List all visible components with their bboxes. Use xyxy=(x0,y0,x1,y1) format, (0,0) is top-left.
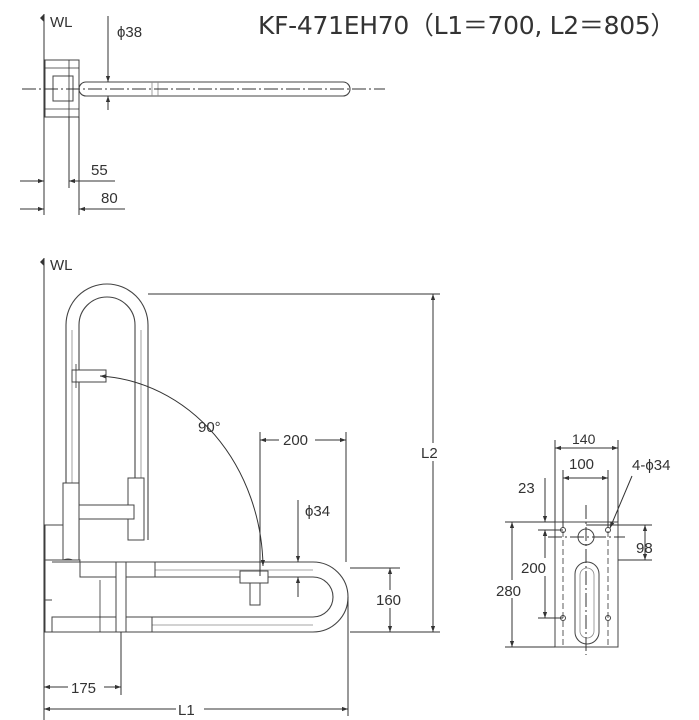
top-view: WL ϕ38 55 80 xyxy=(20,14,385,215)
side-wall-mount xyxy=(44,524,64,566)
side-dim-175: 175 xyxy=(71,680,96,697)
raised-rail-crossbar xyxy=(78,504,135,520)
side-wl-label: WL xyxy=(50,257,73,274)
side-view: WL xyxy=(40,257,446,720)
lower-rail-leg xyxy=(115,561,127,633)
base-dim-280: 280 xyxy=(496,583,521,600)
lowered-rail-inner xyxy=(52,576,334,618)
base-holes-label: 4-ϕ34 xyxy=(632,457,670,474)
base-dim-140: 140 xyxy=(572,431,596,447)
lower-rail-sleeve-lower xyxy=(51,616,153,633)
side-wl-marker xyxy=(40,258,44,266)
side-diameter-label: ϕ34 xyxy=(305,503,330,520)
model-title: KF-471EH70（L1＝700, L2＝805） xyxy=(258,11,676,40)
rotation-arc xyxy=(99,374,265,567)
lower-rail-fitting xyxy=(239,570,269,584)
base-rail-stub xyxy=(574,561,600,645)
base-dim-100: 100 xyxy=(569,456,594,473)
top-diameter-label: ϕ38 xyxy=(117,24,142,41)
top-wl-label: WL xyxy=(50,14,73,31)
side-dim-160: 160 xyxy=(376,592,401,609)
raised-rail-inner xyxy=(78,296,136,560)
side-dim-200: 200 xyxy=(283,432,308,449)
top-dim-55: 55 xyxy=(91,162,108,179)
base-dim-200: 200 xyxy=(521,560,546,577)
rotation-angle-label: 90° xyxy=(198,419,221,436)
raised-rail-sleeve-left xyxy=(62,482,80,561)
base-dim-98: 98 xyxy=(636,540,653,557)
base-plate-view: 140 100 4-ϕ34 23 98 200 280 xyxy=(494,431,670,655)
top-wl-marker xyxy=(40,14,44,22)
lower-rail-fitting-post xyxy=(249,582,261,606)
top-dim-80: 80 xyxy=(101,190,118,207)
side-dim-l1: L1 xyxy=(178,702,195,719)
base-dim-23: 23 xyxy=(518,480,535,497)
side-dim-l2: L2 xyxy=(421,445,438,462)
